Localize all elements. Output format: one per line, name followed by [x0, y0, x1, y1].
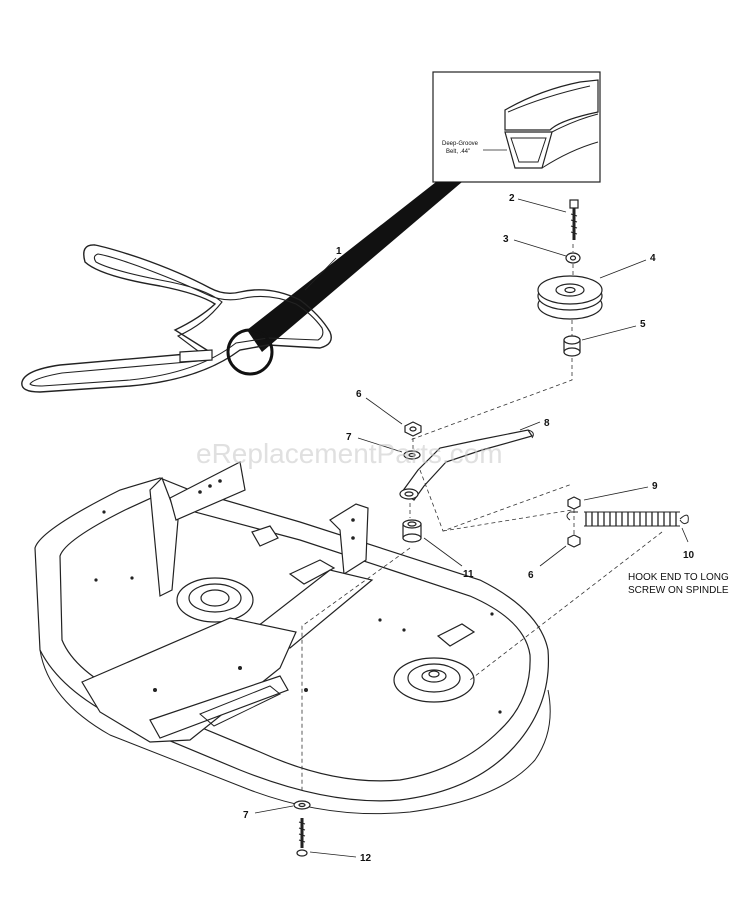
extension-spring [566, 511, 689, 527]
callout-6-upper: 6 [356, 389, 362, 400]
belt-cross-section-inset: Deep-Groove Belt, .44" [432, 71, 601, 183]
callout-11: 11 [463, 569, 474, 580]
hex-nut-lower [567, 534, 581, 548]
zoom-wedge [247, 182, 462, 352]
drive-belt [21, 244, 332, 393]
leader-lines [254, 198, 689, 858]
callout-8: 8 [544, 418, 550, 429]
callout-2: 2 [509, 193, 515, 204]
watermark: eReplacementParts.com [196, 438, 503, 469]
inset-label-line2: Belt, .44" [446, 149, 470, 155]
idler-arm [399, 429, 534, 501]
inset-label-line1: Deep-Groove [442, 141, 479, 147]
spring-note-line2: SCREW ON SPINDLE [628, 585, 729, 596]
magnifier-circle [226, 328, 274, 376]
callout-10: 10 [683, 550, 695, 561]
callout-1: 1 [336, 246, 342, 257]
arm-bushing [402, 519, 422, 543]
callout-12: 12 [360, 853, 372, 864]
callout-7-lower: 7 [243, 810, 249, 821]
pulley-bushing [563, 335, 581, 357]
callout-5: 5 [640, 319, 646, 330]
callout-6-lower: 6 [528, 570, 534, 581]
deck-bolt [296, 818, 308, 857]
mower-deck [34, 461, 551, 815]
callout-4: 4 [650, 253, 656, 264]
callout-3: 3 [503, 234, 509, 245]
idler-bolt [569, 199, 579, 240]
callout-9: 9 [652, 481, 658, 492]
callout-7-upper: 7 [346, 432, 352, 443]
hex-nut-9 [567, 496, 581, 510]
idler-pulley [537, 275, 603, 320]
spring-note-line1: HOOK END TO LONG [628, 572, 729, 583]
